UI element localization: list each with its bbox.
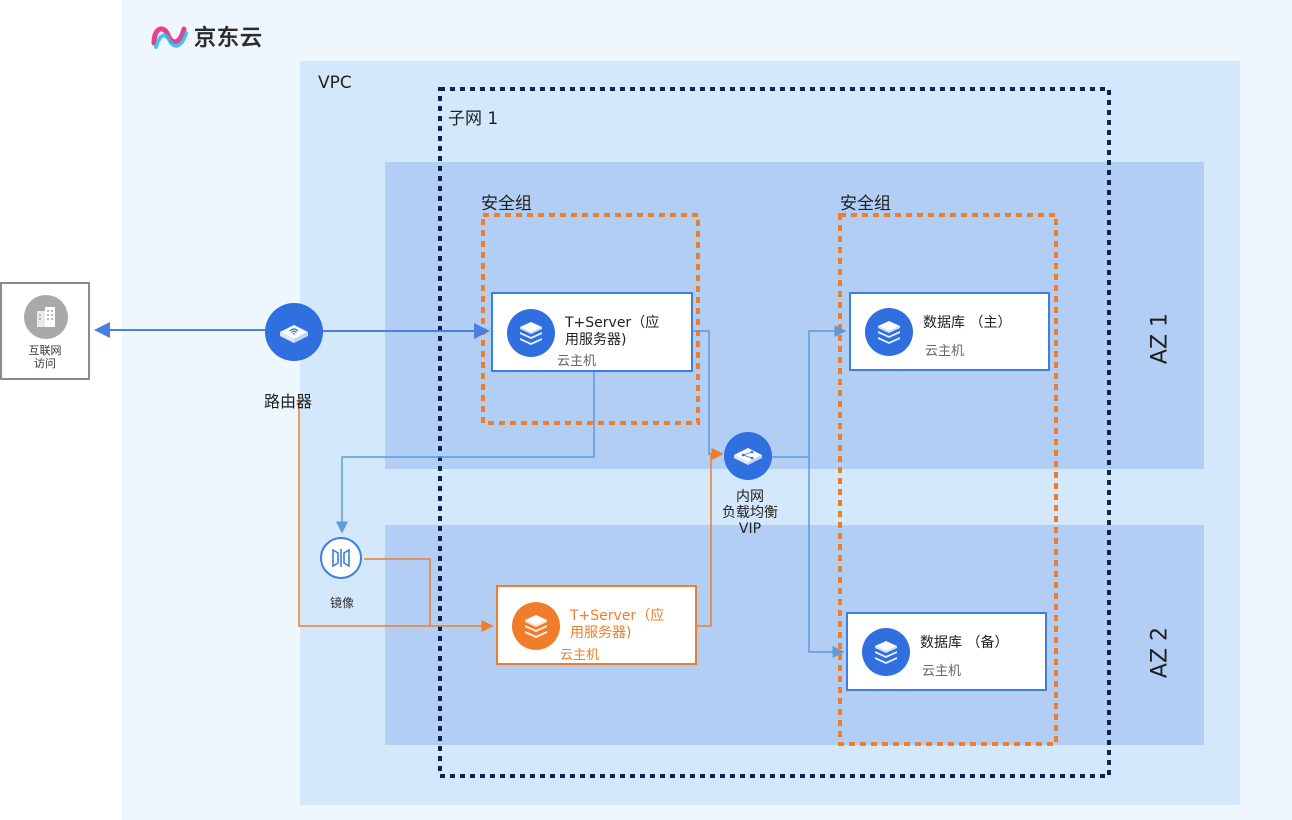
az2-label: AZ 2 xyxy=(1147,626,1173,679)
db-backup-card[interactable]: 数据库 （备） 云主机 xyxy=(846,612,1047,691)
internet-label-line1: 互联网 xyxy=(28,344,62,357)
vpc-label: VPC xyxy=(318,73,352,93)
db-primary-title: 数据库 （主） xyxy=(923,315,1012,331)
brand-logo: 京东云 xyxy=(150,18,263,54)
lb-label-line2: 负载均衡 xyxy=(722,505,778,521)
server-stack-icon xyxy=(512,602,560,650)
tserver-az2-title-line2: 用服务器) xyxy=(570,625,632,641)
jdcloud-logo-icon xyxy=(151,26,188,49)
security-group-left xyxy=(481,213,700,425)
server-stack-icon xyxy=(862,628,910,676)
lb-label-line3: VIP xyxy=(738,521,762,537)
brand-name: 京东云 xyxy=(194,26,264,51)
subnet-border xyxy=(438,87,1111,778)
db-backup-title: 数据库 （备） xyxy=(920,635,1009,651)
tserver-az1-title-line2: 用服务器) xyxy=(565,332,627,348)
db-primary-sub: 云主机 xyxy=(925,344,965,359)
security-group-right xyxy=(838,213,1058,746)
db-backup-sub: 云主机 xyxy=(922,664,962,679)
tserver-az1-title-line1: T+Server（应 xyxy=(565,315,660,331)
internet-access-node[interactable]: 互联网 访问 xyxy=(0,282,90,380)
tserver-az2-title-line1: T+Server（应 xyxy=(570,608,665,624)
db-primary-card[interactable]: 数据库 （主） 云主机 xyxy=(849,292,1050,371)
mirror-icon[interactable] xyxy=(320,537,362,579)
server-stack-icon xyxy=(507,309,555,357)
az1-label: AZ 1 xyxy=(1147,312,1173,365)
load-balancer-icon[interactable] xyxy=(724,432,772,480)
mirror-label: 镜像 xyxy=(329,596,354,610)
router-icon[interactable] xyxy=(265,303,323,361)
router-label: 路由器 xyxy=(264,392,313,411)
tserver-az1-card[interactable]: T+Server（应 用服务器) 云主机 xyxy=(491,292,693,372)
building-icon xyxy=(24,295,68,339)
subnet-label: 子网 1 xyxy=(448,109,499,129)
security-group-label-right: 安全组 xyxy=(840,194,891,214)
tserver-az2-sub: 云主机 xyxy=(560,648,600,663)
tserver-az1-sub: 云主机 xyxy=(557,354,597,369)
server-stack-icon xyxy=(865,308,913,356)
tserver-az2-card[interactable]: T+Server（应 用服务器) 云主机 xyxy=(496,585,697,665)
security-group-label-left: 安全组 xyxy=(481,194,532,214)
lb-label-line1: 内网 xyxy=(736,489,764,505)
internet-label-line2: 访问 xyxy=(34,357,56,370)
